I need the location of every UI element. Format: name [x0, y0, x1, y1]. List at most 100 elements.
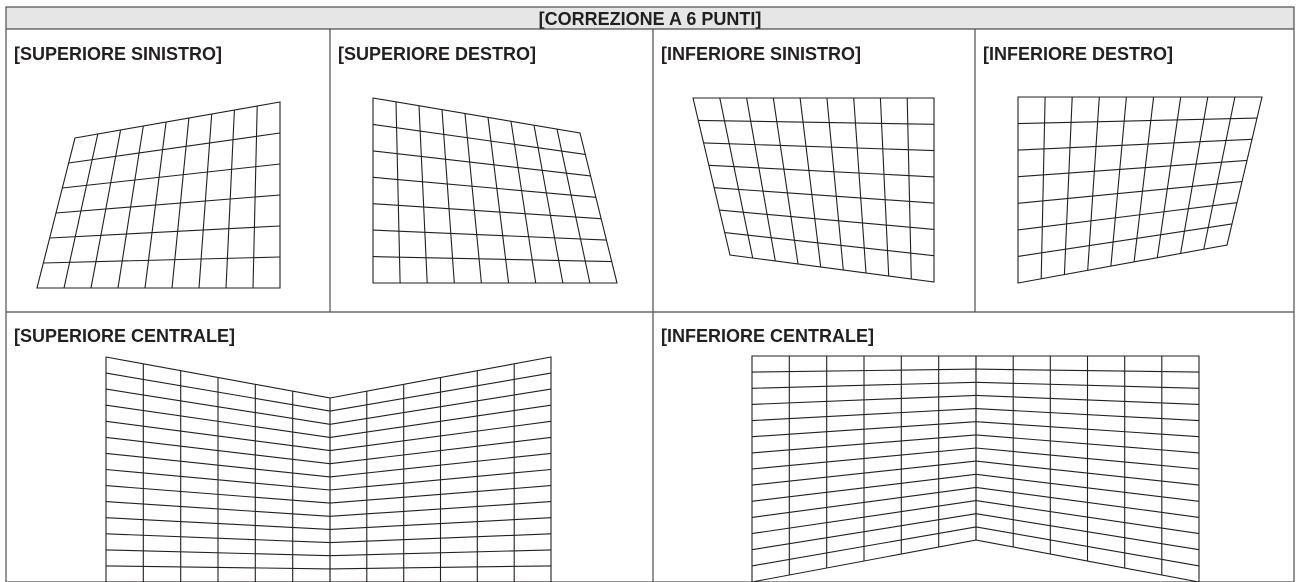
grid-horizontal-line [329, 420, 552, 452]
grid-horizontal-line [975, 394, 1200, 405]
grid-horizontal-line [975, 434, 1200, 454]
grid-vertical-line [1040, 96, 1046, 279]
grid-horizontal-line [1017, 202, 1238, 231]
grid-horizontal-line [751, 434, 977, 454]
grid-vertical-line [441, 109, 455, 284]
grid-vertical-line [1133, 96, 1155, 262]
grid-vertical-line [395, 101, 401, 284]
grid-horizontal-line [975, 381, 1200, 389]
grid-outline [372, 97, 618, 284]
grid-horizontal-line [329, 436, 552, 465]
grid-vertical-line [510, 121, 537, 284]
grid-horizontal-line [1017, 117, 1258, 125]
grid-horizontal-line [105, 485, 331, 504]
grid-vertical-line [1180, 96, 1209, 254]
grid-vertical-line [746, 97, 776, 262]
grid-horizontal-line [329, 549, 552, 557]
grid-horizontal-line [105, 372, 331, 412]
grid-bottom-right-illustration [1017, 96, 1263, 284]
grid-vertical-line [1110, 96, 1127, 267]
grid-horizontal-line [105, 452, 331, 478]
grid-vertical-line [799, 97, 822, 268]
grid-horizontal-line [975, 486, 1200, 518]
grid-horizontal-line [49, 225, 281, 239]
grid-top-center-illustration [105, 356, 552, 582]
grid-horizontal-line [105, 549, 331, 557]
grid-horizontal-line [329, 452, 552, 478]
grid-horizontal-line [329, 404, 552, 438]
cell-label-top-right: [SUPERIORE DESTRO] [338, 44, 536, 64]
grid-vertical-line [1087, 96, 1100, 271]
grid-vertical-line [1156, 96, 1182, 258]
grid-horizontal-line [105, 565, 331, 570]
grid-horizontal-line [751, 500, 977, 535]
grid-horizontal-line [751, 368, 977, 373]
grid-horizontal-line [975, 460, 1200, 486]
grid-horizontal-line [751, 473, 977, 502]
grid-horizontal-line [751, 421, 977, 438]
grid-vertical-line [487, 117, 510, 284]
grid-horizontal-line [105, 533, 331, 544]
grid-horizontal-line [751, 408, 977, 422]
grid-vertical-line [533, 125, 564, 284]
grid-vertical-line [772, 97, 799, 265]
grid-horizontal-line [372, 256, 612, 263]
grid-horizontal-line [105, 501, 331, 517]
grid-horizontal-line [105, 420, 331, 452]
grid-horizontal-line [105, 388, 331, 425]
grid-horizontal-line [1017, 181, 1243, 204]
cell-label-bottom-right: [INFERIORE DESTRO] [983, 44, 1173, 64]
grid-horizontal-line [703, 142, 935, 152]
grid-horizontal-line [105, 517, 331, 530]
grid-outline [692, 97, 935, 283]
grid-horizontal-line [372, 203, 602, 220]
cell-label-top-center: [SUPERIORE CENTRALE] [14, 326, 235, 346]
grid-horizontal-line [372, 176, 596, 198]
grid-horizontal-line [372, 123, 586, 155]
grid-horizontal-line [975, 447, 1200, 470]
cell-label-bottom-left: [INFERIORE SINISTRO] [661, 44, 861, 64]
grid-horizontal-line [1017, 223, 1233, 257]
grid-horizontal-line [62, 163, 281, 189]
grid-horizontal-line [975, 473, 1200, 502]
grid-horizontal-line [714, 187, 935, 204]
grid-vertical-line [826, 97, 844, 271]
grid-horizontal-line [975, 368, 1200, 373]
grid-vertical-line [1063, 96, 1073, 275]
table-header [6, 7, 1294, 29]
grid-horizontal-line [329, 565, 552, 570]
grid-horizontal-line [1017, 159, 1248, 178]
grid-horizontal-line [1017, 138, 1253, 151]
table-borders [5, 6, 1295, 582]
grid-horizontal-line [68, 132, 281, 164]
grid-vertical-line [556, 128, 591, 284]
grid-horizontal-line [751, 394, 977, 405]
grid-vertical-line [1203, 96, 1236, 250]
grid-horizontal-line [751, 381, 977, 389]
grid-horizontal-line [329, 372, 552, 412]
table-title: [CORREZIONE A 6 PUNTI] [539, 9, 762, 29]
grid-horizontal-line [698, 119, 935, 125]
grid-horizontal-line [329, 388, 552, 425]
grid-outline [329, 356, 552, 582]
grid-top-left-illustration [36, 101, 281, 289]
grid-vertical-line [464, 113, 482, 284]
grid-horizontal-line [975, 500, 1200, 535]
grid-horizontal-line [329, 501, 552, 517]
grid-horizontal-line [329, 468, 552, 491]
grid-horizontal-line [975, 526, 1200, 567]
grid-horizontal-line [975, 408, 1200, 422]
cell-label-top-left: [SUPERIORE SINISTRO] [14, 44, 222, 64]
grid-horizontal-line [751, 526, 977, 567]
cell-label-bottom-center: [INFERIORE CENTRALE] [661, 326, 874, 346]
grid-horizontal-line [975, 421, 1200, 438]
grid-vertical-line [418, 105, 428, 284]
grid-vertical-line [853, 97, 867, 274]
grid-horizontal-line [751, 486, 977, 518]
grid-horizontal-line [751, 513, 977, 551]
grid-horizontal-line [708, 164, 935, 178]
grid-outline [1017, 96, 1263, 284]
grid-horizontal-line [751, 460, 977, 486]
grid-bottom-left-illustration [692, 97, 935, 283]
grid-horizontal-line [724, 232, 935, 257]
